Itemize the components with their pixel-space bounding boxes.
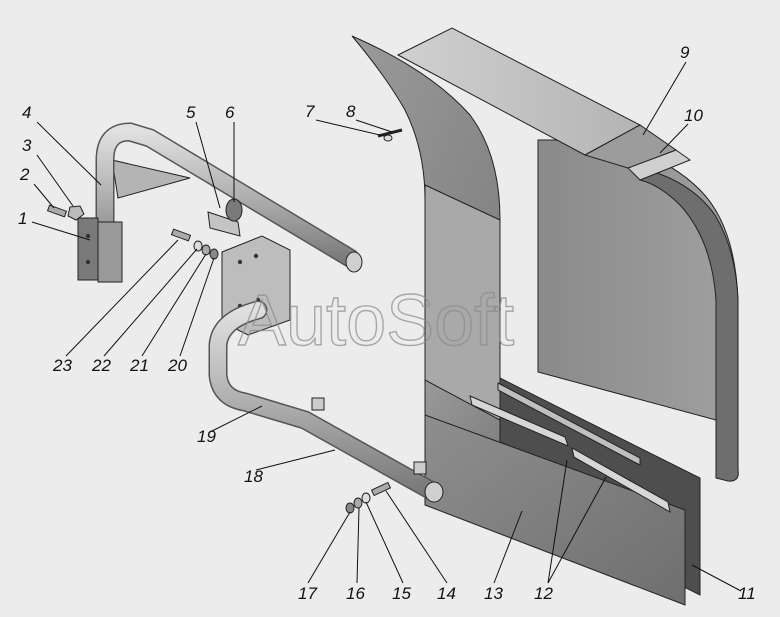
callout-10: 10: [684, 106, 703, 125]
callout-12: 12: [534, 584, 553, 603]
callout-15: 15: [392, 584, 411, 603]
callout-11: 11: [738, 584, 756, 603]
callout-22: 22: [91, 356, 111, 375]
callout-5: 5: [186, 103, 196, 122]
callout-21: 21: [129, 356, 149, 375]
callout-4: 4: [22, 103, 31, 122]
callout-9: 9: [680, 43, 690, 62]
washer-set-upper: [170, 228, 219, 260]
washer-set-lower: [345, 481, 392, 514]
callout-14: 14: [437, 584, 456, 603]
callout-labels: 1 2 3 4 5 6 7 8 9 10 11 12 13 14 15 16 1…: [18, 43, 756, 603]
clamp-strips: [469, 382, 671, 513]
small-bolt: [377, 128, 403, 142]
callout-19: 19: [197, 427, 216, 446]
callout-8: 8: [346, 102, 356, 121]
upper-bracket-tube: [77, 122, 363, 283]
callout-1: 1: [18, 209, 27, 228]
callout-20: 20: [167, 356, 187, 375]
top-bracket-strip: [396, 27, 678, 169]
leader-lines: [31, 61, 742, 592]
callout-16: 16: [346, 584, 365, 603]
callout-2: 2: [19, 165, 30, 184]
callout-6: 6: [225, 103, 235, 122]
watermark: AutoSoft: [238, 281, 514, 361]
rear-fender-panel: [537, 139, 739, 482]
callout-7: 7: [305, 102, 315, 121]
mudflap-front: [424, 414, 686, 606]
front-fender-panel: [351, 35, 501, 471]
callout-23: 23: [52, 356, 72, 375]
tube-clamp: [207, 198, 243, 237]
callout-3: 3: [22, 136, 32, 155]
lower-bracket-assembly: [208, 235, 444, 503]
bolt-nut-upper: [46, 204, 85, 221]
callout-13: 13: [484, 584, 503, 603]
callout-18: 18: [244, 467, 263, 486]
callout-17: 17: [298, 584, 317, 603]
